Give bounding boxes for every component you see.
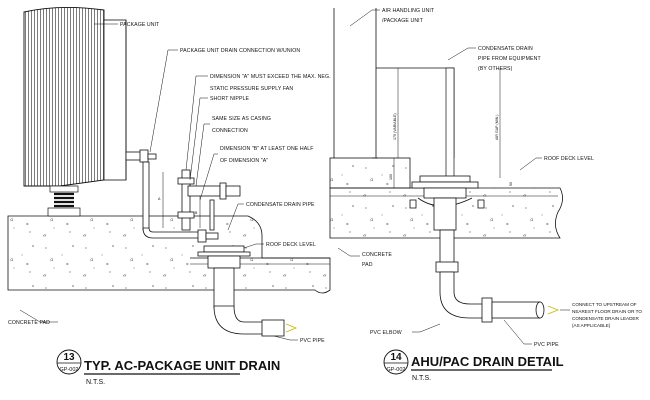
label-package-unit: PACKAGE UNIT — [120, 22, 160, 28]
label-pvc-elbow: PVC ELBOW — [370, 330, 402, 336]
dim-small: 100 — [389, 174, 393, 180]
label-dim-a-1: DIMENSION "A" MUST EXCEED THE MAX. NEG. — [210, 74, 331, 80]
sheet-ref-14: GP-002 — [387, 367, 406, 373]
label-dim-b-1: DIMENSION "B" AT LEAST ONE HALF — [220, 146, 314, 152]
spring-isolator — [47, 185, 81, 217]
label-connect-4: (AS APPLICABLE) — [572, 323, 611, 328]
drain-piping — [125, 149, 285, 337]
package-unit — [23, 6, 105, 187]
label-concrete-2: PAD — [362, 262, 373, 268]
label-pvc-pipe-left: PVC PIPE — [300, 338, 325, 344]
label-drain-connection: PACKAGE UNIT DRAIN CONNECTION W/UNION — [180, 48, 300, 54]
label-condensate-1: CONDENSATE DRAIN — [478, 46, 533, 52]
dim-air-gap: AIR GAP (MIN.) — [495, 115, 499, 141]
title-block-14: 14 GP-002 AHU/PAC DRAIN DETAIL N.T.S. — [383, 349, 564, 382]
label-roof-deck-left: ROOF DECK LEVEL — [266, 242, 316, 248]
label-condensate-3: (BY OTHERS) — [478, 66, 513, 72]
label-concrete-pad-left: CONCRETE PAD — [8, 320, 50, 326]
label-condensate-pipe: CONDENSATE DRAIN PIPE — [246, 202, 315, 208]
ahu-outline — [333, 8, 455, 159]
title-13: TYP. AC-PACKAGE UNIT DRAIN — [84, 358, 280, 373]
detail-number-13: 13 — [63, 352, 75, 363]
detail-13: A B PACKAGE UNIT PACKAGE UNIT DRAIN CONN… — [7, 6, 331, 386]
label-short-nipple: SHORT NIPPLE — [210, 96, 250, 102]
label-ahu-2: /PACKAGE UNIT — [382, 18, 424, 24]
concrete-pad-right — [329, 157, 411, 189]
title-block-13: 13 GP-002 TYP. AC-PACKAGE UNIT DRAIN N.T… — [56, 349, 280, 386]
dim-b-mark: B — [195, 211, 198, 215]
condensate-drop-pipe — [445, 67, 455, 179]
label-same-size-1: SAME SIZE AS CASING — [212, 116, 271, 122]
label-ahu-1: AIR HANDLING UNIT — [382, 8, 435, 14]
sheet-ref-13: GP-002 — [60, 367, 79, 373]
label-connect-2: NEAREST FLOOR DRAIN OR TO — [572, 309, 642, 314]
dimension-lines-right — [393, 68, 501, 188]
label-connect-3: CONDENSATE DRAIN LEADER — [572, 316, 639, 321]
concrete-pad-left — [7, 215, 331, 294]
dim-small-2: 50 — [509, 182, 513, 186]
label-connect-1: CONNECT TO UPSTREAM OF — [572, 302, 637, 307]
scale-13: N.T.S. — [86, 379, 105, 386]
label-dim-a-2: STATIC PRESSURE SUPPLY FAN — [210, 86, 293, 92]
label-pvc-pipe-right: PVC PIPE — [534, 342, 559, 348]
leader-lines-left — [19, 23, 298, 341]
detail-14: 175 (VARIABLE) AIR GAP (MIN.) 100 50 AIR… — [329, 8, 642, 382]
label-same-size-2: CONNECTION — [212, 128, 248, 134]
title-14: AHU/PAC DRAIN DETAIL — [411, 354, 564, 369]
scale-14: N.T.S. — [412, 375, 431, 382]
dim-left-right: 175 (VARIABLE) — [393, 113, 397, 140]
floor-drain-right — [409, 175, 545, 323]
label-dim-b-2: OF DIMENSION "A" — [220, 158, 268, 164]
label-condensate-2: PIPE FROM EQUIPMENT — [478, 56, 541, 62]
dim-a-mark: A — [158, 197, 161, 201]
label-roof-deck-right: ROOF DECK LEVEL — [544, 156, 594, 162]
flow-arrow-icon — [285, 323, 298, 333]
label-concrete-1: CONCRETE — [362, 252, 392, 258]
leader-lines-right — [337, 9, 570, 345]
detail-number-14: 14 — [390, 352, 402, 363]
flow-arrow-icon — [547, 305, 560, 315]
